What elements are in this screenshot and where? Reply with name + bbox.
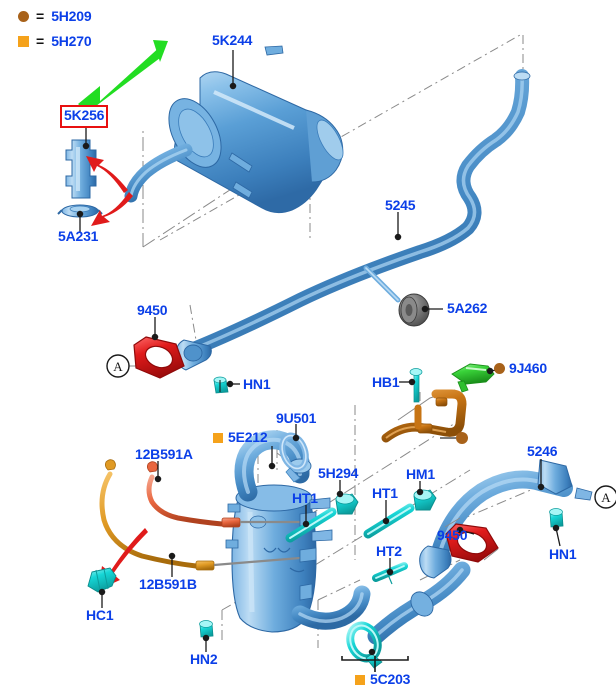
legend-equals: =: [36, 8, 45, 24]
part-label-HB1[interactable]: HB1: [372, 374, 400, 390]
svg-text:A: A: [113, 359, 123, 374]
part-label-12B591B[interactable]: 12B591B: [139, 576, 197, 592]
part-5K244-muffler: [124, 45, 344, 214]
part-HN1-nut-right: [549, 508, 564, 528]
part-label-HT2[interactable]: HT2: [376, 543, 402, 559]
part-label-HN1-left[interactable]: HN1: [243, 376, 271, 392]
part-label-9U501[interactable]: 9U501: [276, 410, 317, 426]
part-HC1-clip: [87, 567, 117, 593]
part-label-HC1[interactable]: HC1: [86, 607, 114, 623]
part-9450-gasket-right: [444, 517, 499, 563]
part-label-HN1-right[interactable]: HN1: [549, 546, 577, 562]
part-HN2-nut: [199, 620, 214, 638]
marker-square-5C203: [355, 675, 365, 685]
part-5246-front-pipe: [419, 459, 593, 579]
marker-square-5E212: [213, 433, 223, 443]
legend-equals: =: [36, 33, 45, 49]
part-9450-gasket-left: [133, 336, 185, 379]
part-5K256-clamp: [65, 139, 97, 199]
part-9J460-green-bracket: [451, 363, 495, 393]
marker-dot-9J460: [494, 363, 505, 374]
part-label-5C203[interactable]: 5C203: [370, 671, 411, 687]
part-label-HT1-a[interactable]: HT1: [292, 490, 318, 506]
leader-lines: [76, 50, 561, 672]
svg-text:A: A: [601, 490, 611, 505]
part-5A262-hanger-insulator: [398, 293, 430, 327]
part-label-9450-right[interactable]: 9450: [437, 527, 468, 543]
part-label-HT1-b[interactable]: HT1: [372, 485, 398, 501]
part-HB1-bolt: [409, 368, 423, 403]
part-12B591B-sensor: [99, 459, 317, 571]
part-5245-intermediate-pipe: [175, 69, 531, 371]
part-label-HN2[interactable]: HN2: [190, 651, 218, 667]
green-pointer-arrow: [78, 40, 168, 120]
part-label-9J460[interactable]: 9J460: [509, 360, 547, 376]
part-label-5A262[interactable]: 5A262: [447, 300, 488, 316]
legend-label-5H270: 5H270: [51, 33, 92, 49]
part-label-5246[interactable]: 5246: [527, 443, 558, 459]
part-label-5E212[interactable]: 5E212: [228, 429, 268, 445]
legend-square-icon: [18, 35, 29, 47]
part-label-5K244[interactable]: 5K244: [212, 32, 253, 48]
part-HN1-nut-left: [213, 376, 229, 394]
assembly-arrows-top: [86, 156, 133, 226]
reference-marker-A-right: A: [594, 485, 616, 509]
legend-row-5H209: = 5H209: [18, 8, 92, 24]
reference-marker-A-left: A: [106, 354, 130, 378]
part-label-5245[interactable]: 5245: [385, 197, 416, 213]
legend-circle-icon: [18, 10, 29, 22]
part-label-HM1[interactable]: HM1: [406, 466, 435, 482]
part-label-9450-left[interactable]: 9450: [137, 302, 168, 318]
legend-label-5H209: 5H209: [51, 8, 92, 24]
part-lower-right-pipe: [367, 561, 471, 645]
part-label-5A231[interactable]: 5A231: [58, 228, 99, 244]
part-12B591A-sensor: [146, 461, 317, 528]
part-9U501-clamp-ring: [279, 432, 309, 483]
part-heat-shield-bracket-orange: [381, 389, 468, 444]
legend-row-5H270: = 5H270: [18, 33, 92, 49]
part-label-12B591A[interactable]: 12B591A: [135, 446, 193, 462]
part-label-5K256: 5K256: [64, 107, 105, 123]
highlighted-part-5K256[interactable]: 5K256: [60, 105, 109, 128]
part-label-5H294[interactable]: 5H294: [318, 465, 359, 481]
